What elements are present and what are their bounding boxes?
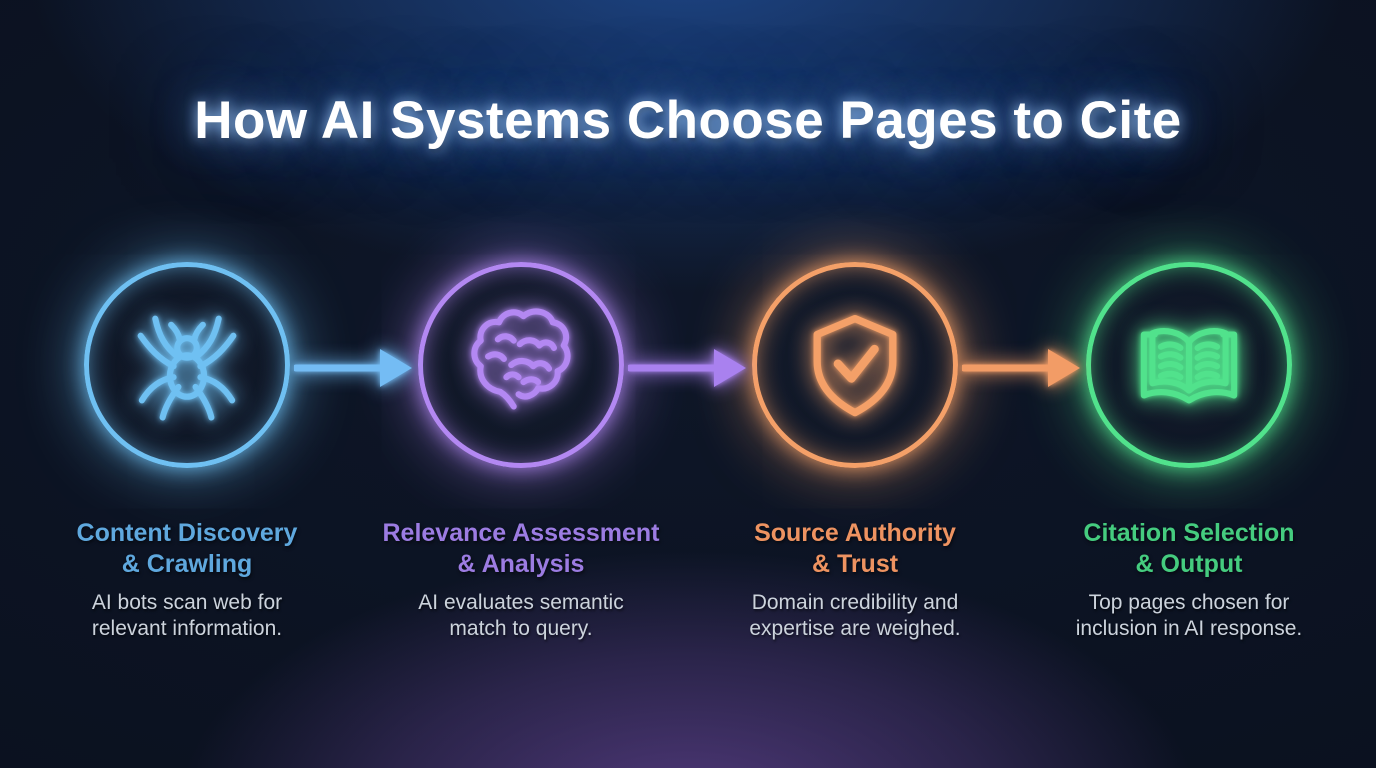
step-description: Domain credibility and expertise are wei…: [749, 590, 960, 642]
step-source-authority: Source Authority & Trust Domain credibil…: [688, 262, 1022, 642]
step-heading: Content Discovery & Crawling: [77, 518, 298, 580]
step-heading: Citation Selection & Output: [1083, 518, 1294, 580]
step-circle-blue: [84, 262, 290, 468]
heading-line: Source Authority: [754, 519, 956, 547]
open-book-icon: [1140, 328, 1238, 404]
step-heading: Relevance Assessment & Analysis: [382, 518, 659, 580]
desc-line: AI bots scan web for: [91, 591, 283, 614]
step-circle-purple: [418, 262, 624, 468]
step-content-discovery: Content Discovery & Crawling AI bots sca…: [20, 262, 354, 642]
flow-arrow-icon: [628, 349, 746, 387]
page-title: How AI Systems Choose Pages to Cite: [194, 91, 1182, 150]
desc-line: match to query.: [449, 617, 593, 640]
heading-line: Content Discovery: [76, 519, 298, 547]
step-heading: Source Authority & Trust: [754, 518, 956, 580]
heading-line: & Analysis: [457, 550, 585, 578]
flow-arrow-icon: [962, 349, 1080, 387]
shield-check-icon: [813, 314, 897, 417]
heading-line: Relevance Assessment: [382, 519, 660, 547]
step-description: AI evaluates semantic match to query.: [418, 590, 623, 642]
desc-line: relevant information.: [91, 617, 283, 640]
heading-line: & Output: [1135, 550, 1243, 578]
desc-line: Top pages chosen for: [1088, 591, 1290, 614]
desc-line: expertise are weighed.: [749, 617, 961, 640]
desc-line: Domain credibility and: [751, 591, 959, 614]
step-citation-selection: Citation Selection & Output Top pages ch…: [1022, 262, 1356, 642]
step-description: AI bots scan web for relevant informatio…: [92, 590, 282, 642]
step-description: Top pages chosen for inclusion in AI res…: [1076, 590, 1302, 642]
step-relevance-assessment: Relevance Assessment & Analysis AI evalu…: [354, 262, 688, 642]
desc-line: inclusion in AI response.: [1075, 617, 1303, 640]
steps-row: Content Discovery & Crawling AI bots sca…: [0, 262, 1376, 642]
heading-line: & Crawling: [121, 550, 253, 578]
brain-icon: [471, 308, 571, 410]
flow-arrow-icon: [294, 349, 412, 387]
heading-line: & Trust: [811, 550, 899, 578]
desc-line: AI evaluates semantic: [418, 591, 624, 614]
step-circle-green: [1086, 262, 1292, 468]
heading-line: Citation Selection: [1083, 519, 1295, 547]
step-circle-orange: [752, 262, 958, 468]
spider-icon: [137, 315, 237, 421]
